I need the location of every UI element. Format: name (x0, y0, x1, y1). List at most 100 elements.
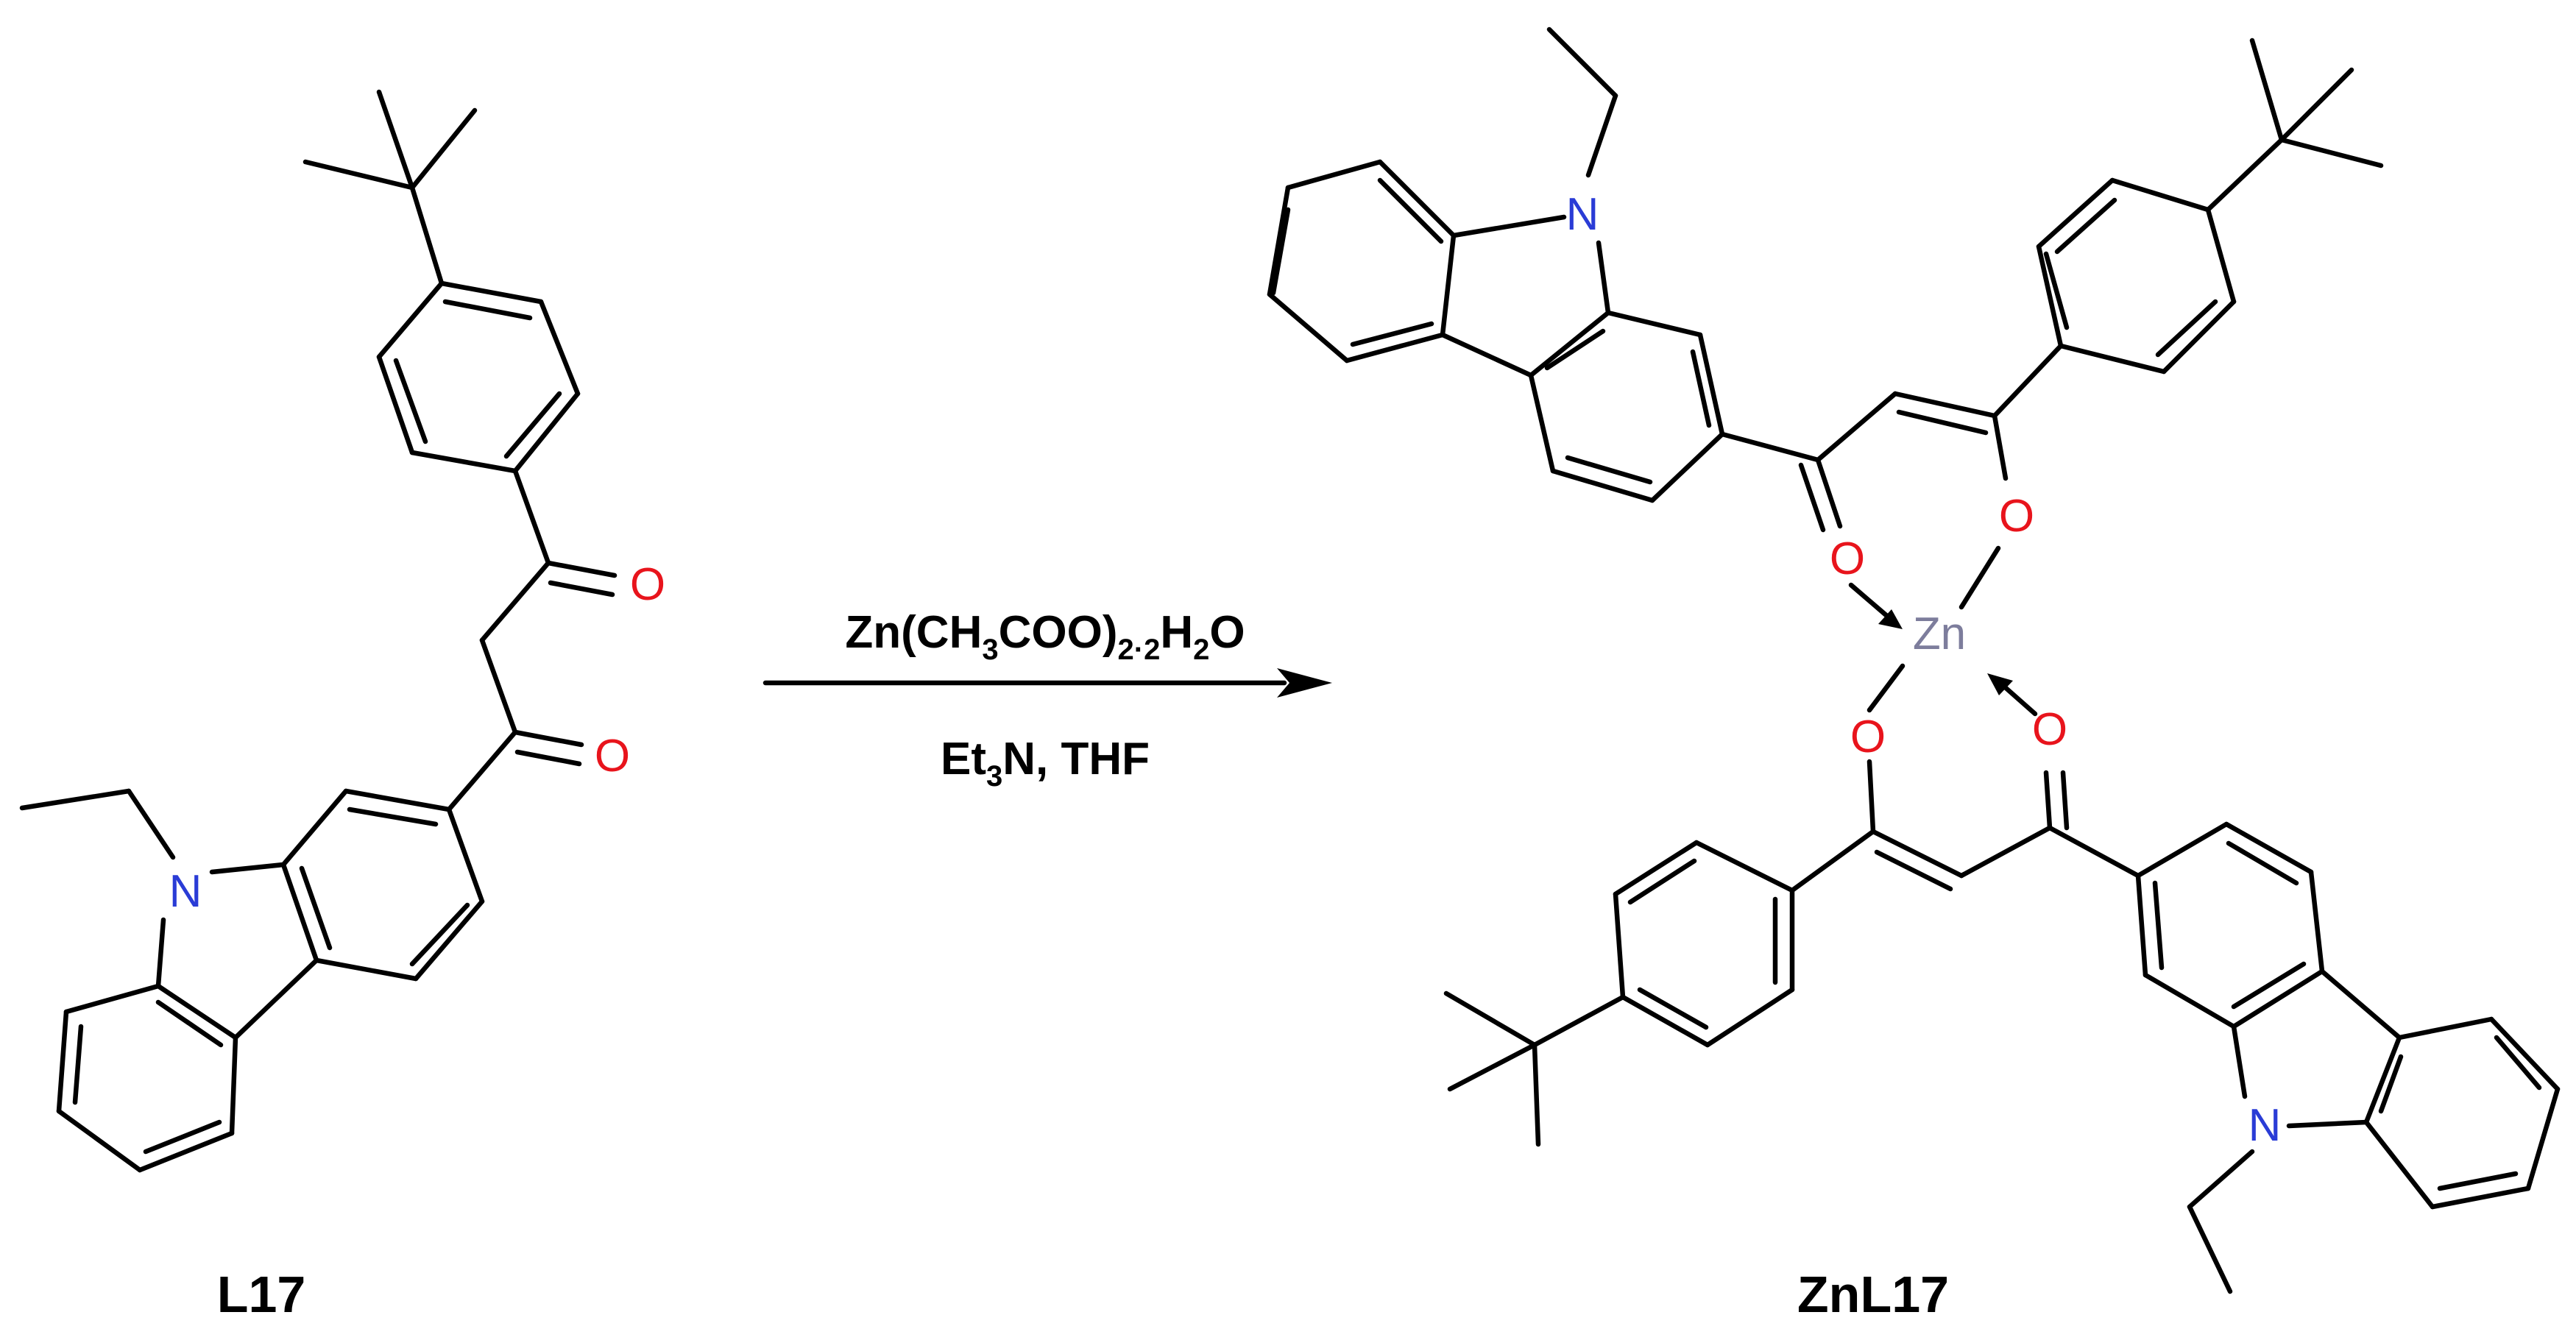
bond (409, 450, 518, 474)
bond (1550, 468, 1655, 503)
bond (233, 957, 319, 1041)
bond (512, 391, 581, 474)
bond (2036, 177, 2115, 249)
bond (2142, 972, 2237, 1029)
bond (1451, 214, 1567, 238)
bond (1627, 858, 1697, 905)
bond (1532, 1042, 1541, 1147)
bond (548, 580, 615, 598)
bond (56, 1009, 69, 1114)
bond (2494, 1035, 2542, 1091)
bond (1528, 310, 1611, 378)
reactant-label: L17 (217, 1266, 306, 1323)
bond (1377, 159, 1457, 238)
nitrogen-atom: N (169, 866, 202, 917)
bond (1892, 391, 1998, 419)
bond (299, 865, 333, 951)
bond (538, 299, 581, 397)
bond (56, 1108, 143, 1173)
bond (2223, 821, 2314, 875)
reagent-condition: Zn(CH3COO)2·2H2O (845, 607, 1245, 666)
bond (545, 560, 618, 578)
bond (2058, 343, 2167, 375)
bond (1992, 343, 2064, 419)
bond (1694, 840, 1795, 893)
bond (1992, 413, 2009, 481)
bond (1620, 994, 1710, 1048)
bond (1896, 409, 1989, 436)
bond (2043, 251, 2070, 330)
bond (314, 957, 419, 982)
bond (2205, 207, 2237, 305)
bond (512, 468, 551, 566)
bond (2279, 137, 2384, 169)
bond (2226, 840, 2299, 886)
bond (439, 280, 544, 305)
bond (2437, 1171, 2519, 1191)
arrowhead (1987, 673, 2013, 695)
bond (1544, 328, 1606, 371)
arrowhead (1878, 609, 1903, 629)
bond (1447, 1042, 1538, 1092)
bond (302, 159, 415, 191)
product-label: ZnL17 (1797, 1266, 1949, 1323)
bond (503, 391, 562, 459)
zinc-atom: Zn (1913, 609, 1966, 659)
arrow-head (1277, 668, 1332, 698)
zinc-coordination: Zn (1848, 545, 2038, 717)
bond (479, 560, 551, 643)
bond (19, 788, 132, 811)
bond (2249, 38, 2285, 143)
bond (2047, 825, 2141, 879)
bond (155, 917, 166, 989)
bond (2308, 869, 2325, 974)
bond (1705, 987, 1795, 1048)
bond (2231, 968, 2325, 1029)
oxygen-atom: O (2032, 704, 2067, 755)
bond (512, 729, 584, 748)
bond (2187, 1204, 2233, 1294)
bond (2109, 177, 2211, 213)
nitrogen-atom: N (1566, 189, 1599, 240)
bond (1637, 987, 1709, 1030)
bond (126, 788, 176, 860)
dative-bond (1848, 582, 1891, 620)
bond (393, 358, 428, 444)
bond (2286, 1119, 2369, 1129)
bond (280, 788, 349, 868)
bond (2231, 1024, 2248, 1099)
bond (229, 1035, 238, 1136)
bond (376, 354, 415, 455)
bond (1285, 159, 1383, 191)
bond (479, 637, 518, 735)
bond (1798, 462, 1826, 533)
oxygen-atom: O (595, 731, 630, 781)
bond (2396, 1016, 2494, 1041)
bond (1815, 391, 1898, 463)
bond (442, 299, 533, 321)
bond (1546, 26, 1618, 99)
bond (155, 999, 224, 1048)
bond (209, 862, 286, 875)
bond (1789, 829, 1876, 893)
bond (2054, 197, 2117, 255)
bond (143, 1119, 222, 1155)
product-lower-ligand: O O N (1443, 704, 2561, 1294)
oxygen-atom: O (630, 559, 665, 610)
bond (1958, 545, 2001, 610)
bond (2205, 137, 2285, 213)
bond (63, 983, 161, 1015)
bond (409, 902, 470, 967)
bond (1958, 825, 2053, 879)
bond (2187, 1149, 2255, 1210)
bond (1565, 455, 1653, 485)
bond (2363, 1119, 2435, 1210)
bond (2279, 67, 2354, 143)
bond (409, 107, 478, 191)
bond (1377, 177, 1444, 244)
bond (1866, 663, 1906, 713)
bond (1719, 431, 1821, 463)
bond (2060, 770, 2070, 831)
bond (2135, 873, 2148, 978)
nitrogen-atom: N (2248, 1100, 2282, 1151)
